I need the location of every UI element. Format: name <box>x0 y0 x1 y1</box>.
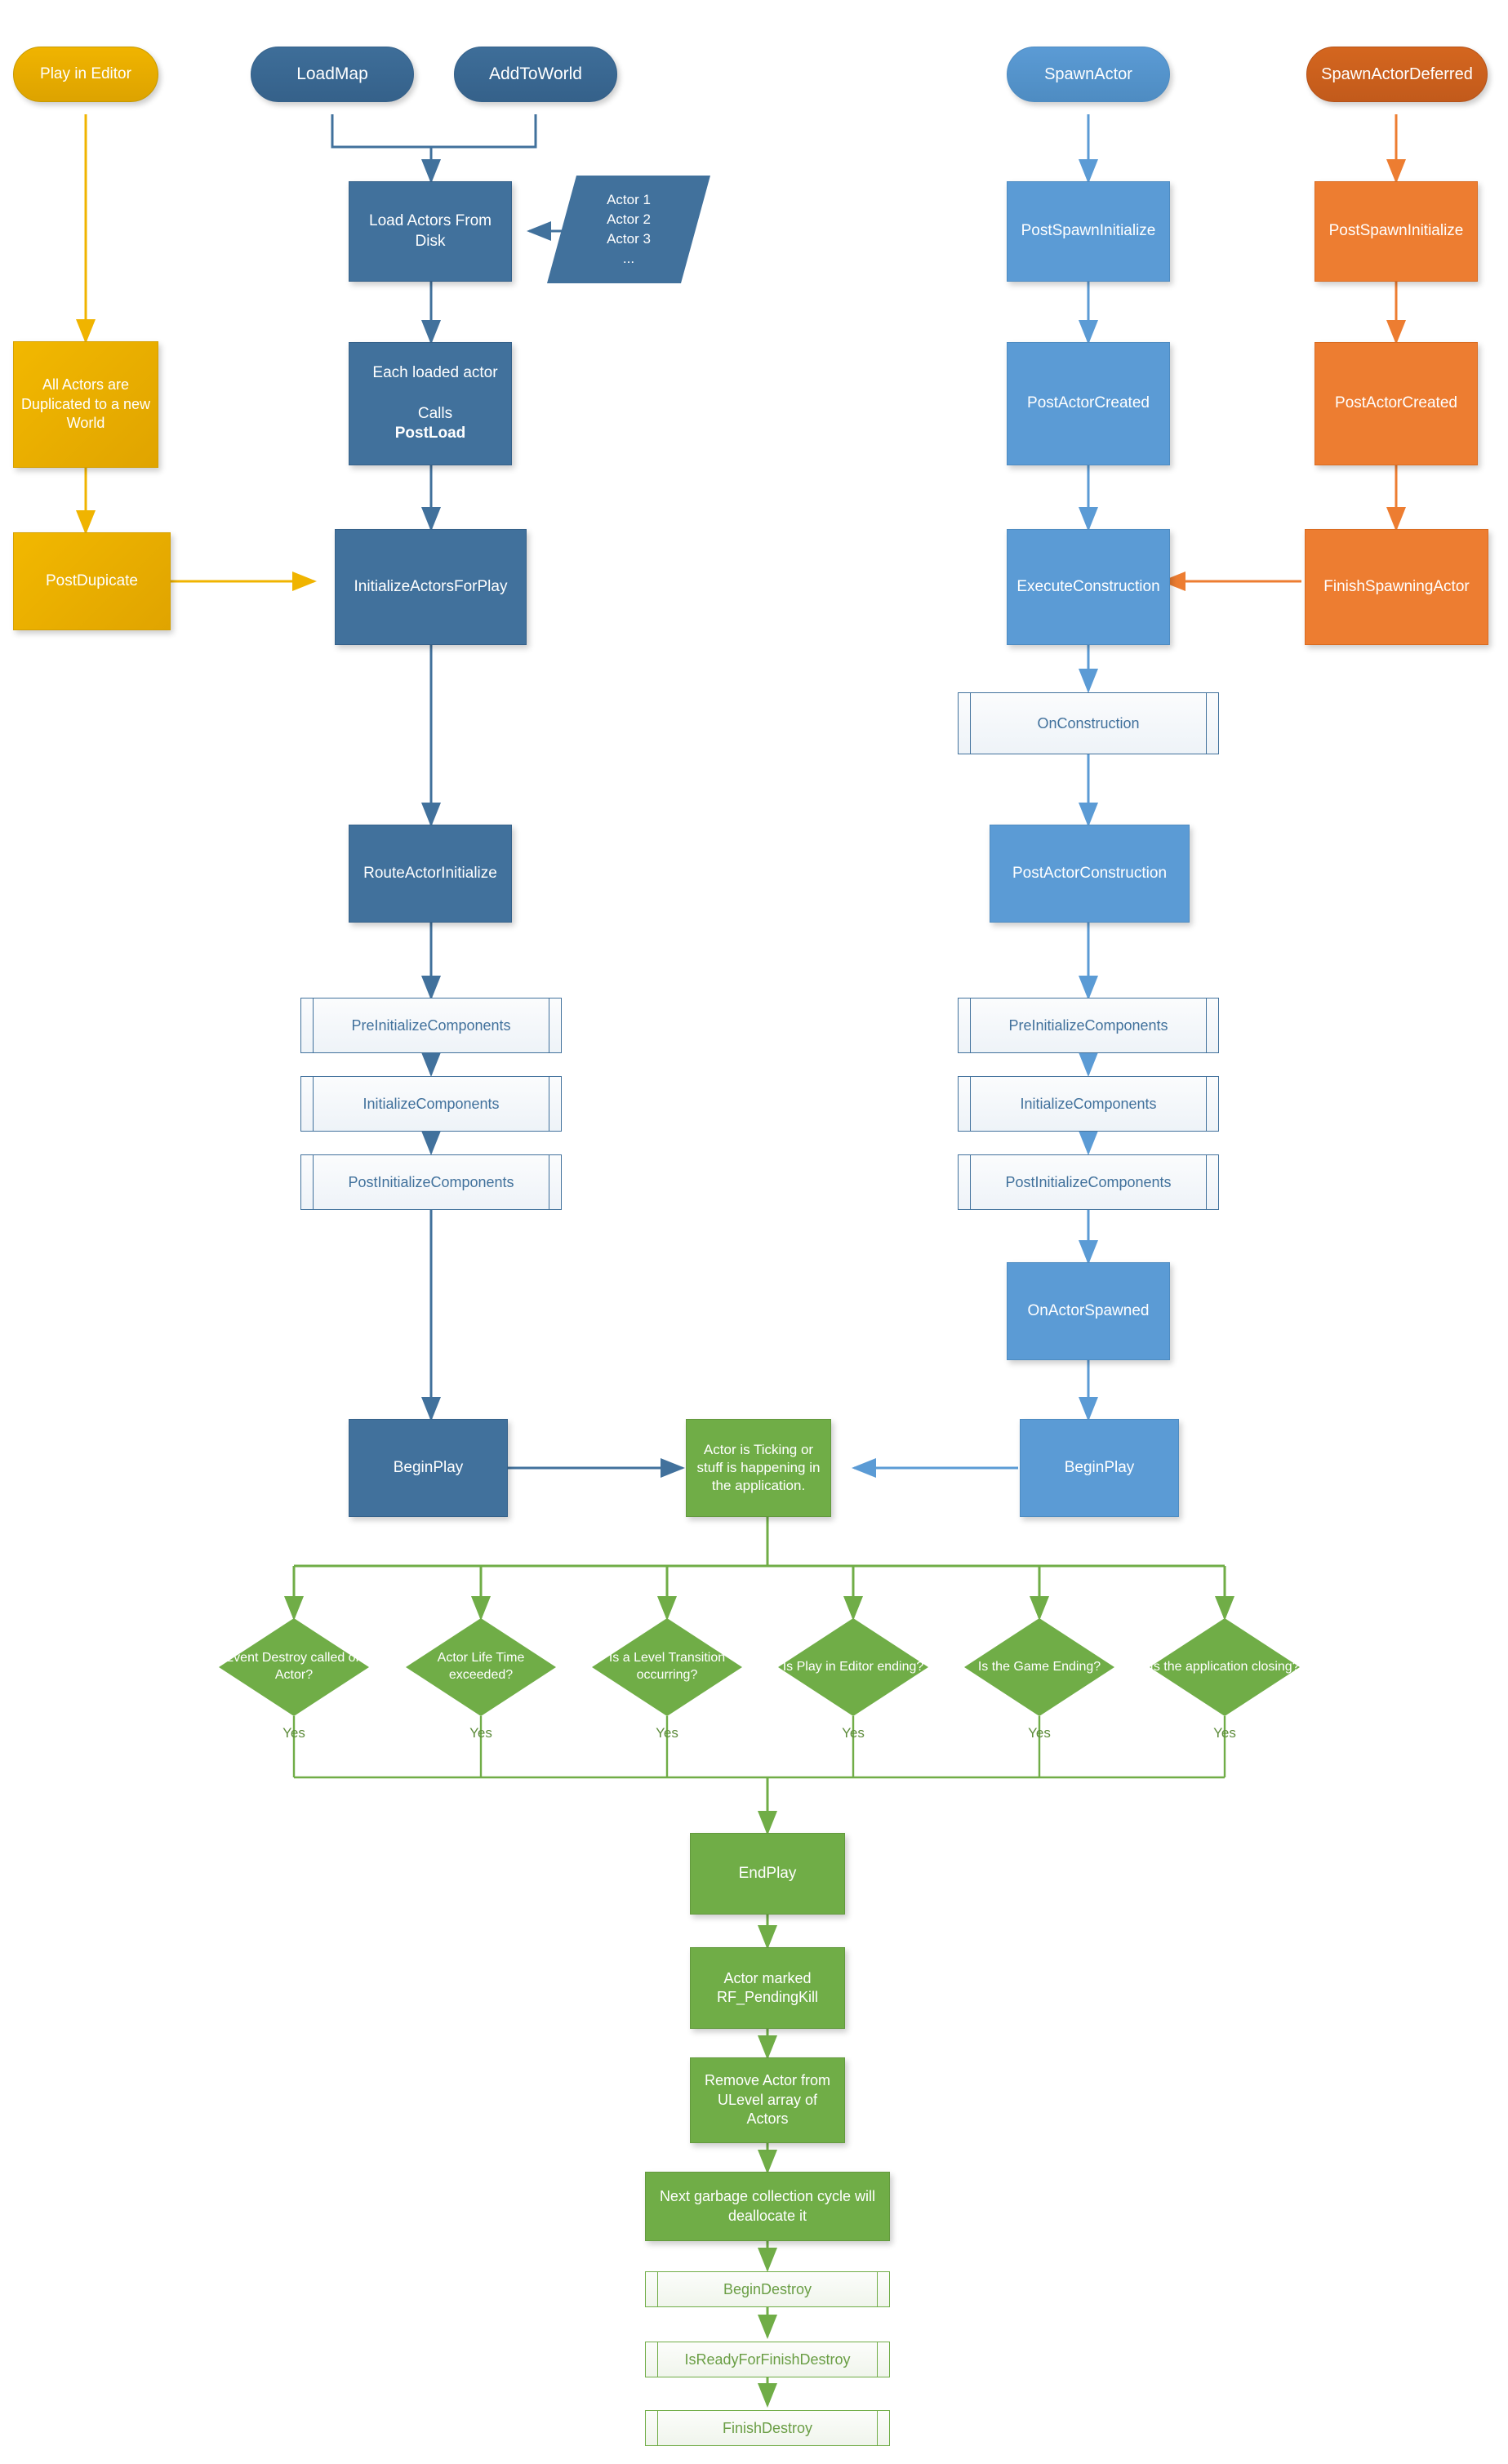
node-post-actor-created[interactable]: PostActorCreated <box>1007 342 1170 465</box>
decision-game-ending[interactable]: Is the Game Ending? <box>964 1618 1114 1716</box>
node-is-ready-for-finish-destroy[interactable]: IsReadyForFinishDestroy <box>645 2342 890 2377</box>
decision-event-destroy-called[interactable]: Event Destroy called on Actor? <box>219 1618 369 1716</box>
node-execute-construction[interactable]: ExecuteConstruction <box>1007 529 1170 645</box>
edge-label-yes-2: Yes <box>469 1725 492 1741</box>
actor-list-line-3: Actor 3 <box>607 231 651 247</box>
node-post-actor-construction[interactable]: PostActorConstruction <box>990 825 1190 923</box>
node-begin-destroy[interactable]: BeginDestroy <box>645 2271 890 2307</box>
each-loaded-actor-line1: Each loaded actor <box>372 364 498 382</box>
edge-label-yes-5: Yes <box>1028 1725 1051 1741</box>
parallelogram-shape <box>547 176 710 283</box>
node-next-garbage-collection[interactable]: Next garbage collection cycle will deall… <box>645 2172 890 2241</box>
actor-list-line-4: ... <box>622 251 635 267</box>
actor-list-line-1: Actor 1 <box>607 191 651 207</box>
predefined-bar-left <box>313 1077 314 1131</box>
node-spawn-actor[interactable]: SpawnActor <box>1007 47 1170 102</box>
predefined-bar-left <box>970 1155 971 1209</box>
node-actor-marked-pendingkill[interactable]: Actor marked RF_PendingKill <box>690 1947 845 2029</box>
predefined-bar-right <box>877 2411 878 2445</box>
node-actor-is-ticking[interactable]: Actor is Ticking or stuff is happening i… <box>686 1419 831 1517</box>
node-finish-destroy[interactable]: FinishDestroy <box>645 2410 890 2446</box>
predefined-bar-left <box>657 2272 658 2306</box>
node-post-initialize-components-right[interactable]: PostInitializeComponents <box>958 1154 1219 1210</box>
node-post-spawn-initialize-deferred[interactable]: PostSpawnInitialize <box>1314 181 1478 282</box>
predefined-bar-left <box>657 2342 658 2377</box>
node-on-actor-spawned[interactable]: OnActorSpawned <box>1007 1262 1170 1360</box>
node-spawn-actor-deferred[interactable]: SpawnActorDeferred <box>1306 47 1488 102</box>
node-all-actors-duplicated[interactable]: All Actors are Duplicated to a new World <box>13 341 158 468</box>
node-post-actor-created-deferred[interactable]: PostActorCreated <box>1314 342 1478 465</box>
predefined-bar-left <box>313 1155 314 1209</box>
predefined-bar-left <box>970 693 971 754</box>
edge-label-yes-6: Yes <box>1213 1725 1236 1741</box>
decision-level-transition-occurring[interactable]: Is a Level Transition occurring? <box>592 1618 742 1716</box>
node-route-actor-initialize[interactable]: RouteActorInitialize <box>349 825 512 923</box>
edge-label-yes-1: Yes <box>282 1725 305 1741</box>
decision-play-in-editor-ending[interactable]: Is Play in Editor ending? <box>778 1618 928 1716</box>
node-load-map[interactable]: LoadMap <box>251 47 414 102</box>
predefined-bar-right <box>1206 998 1207 1052</box>
node-post-initialize-components-left[interactable]: PostInitializeComponents <box>300 1154 562 1210</box>
node-initialize-actors-for-play[interactable]: InitializeActorsForPlay <box>335 529 527 645</box>
each-loaded-actor-line2: Calls <box>417 404 453 422</box>
node-pre-initialize-components-right[interactable]: PreInitializeComponents <box>958 998 1219 1053</box>
predefined-bar-left <box>970 1077 971 1131</box>
edge-label-yes-4: Yes <box>842 1725 865 1741</box>
predefined-bar-right <box>1206 1077 1207 1131</box>
node-play-in-editor[interactable]: Play in Editor <box>13 47 158 102</box>
predefined-bar-left <box>970 998 971 1052</box>
node-on-construction[interactable]: OnConstruction <box>958 692 1219 754</box>
predefined-bar-right <box>877 2272 878 2306</box>
node-begin-play-right[interactable]: BeginPlay <box>1020 1419 1179 1517</box>
node-post-spawn-initialize[interactable]: PostSpawnInitialize <box>1007 181 1170 282</box>
node-initialize-components-right[interactable]: InitializeComponents <box>958 1076 1219 1132</box>
node-post-duplicate[interactable]: PostDupicate <box>13 532 171 630</box>
node-end-play[interactable]: EndPlay <box>690 1833 845 1915</box>
node-pre-initialize-components-left[interactable]: PreInitializeComponents <box>300 998 562 1053</box>
node-load-actors-from-disk[interactable]: Load Actors From Disk <box>349 181 512 282</box>
predefined-bar-right <box>1206 1155 1207 1209</box>
decision-actor-life-time-exceeded[interactable]: Actor Life Time exceeded? <box>406 1618 556 1716</box>
predefined-bar-right <box>877 2342 878 2377</box>
post-load-bold: PostLoad <box>394 425 466 443</box>
predefined-bar-right <box>1206 693 1207 754</box>
decision-application-closing[interactable]: Is the application closing? <box>1150 1618 1300 1716</box>
node-remove-actor-from-ulevel[interactable]: Remove Actor from ULevel array of Actors <box>690 2057 845 2143</box>
node-initialize-components-left[interactable]: InitializeComponents <box>300 1076 562 1132</box>
node-finish-spawning-actor[interactable]: FinishSpawningActor <box>1305 529 1488 645</box>
predefined-bar-left <box>313 998 314 1052</box>
node-actor-list[interactable]: Actor 1 Actor 2 Actor 3 ... <box>547 176 710 283</box>
edge-label-yes-3: Yes <box>656 1725 678 1741</box>
node-each-loaded-actor[interactable]: Each loaded actor Calls PostLoad <box>349 342 512 465</box>
node-begin-play-left[interactable]: BeginPlay <box>349 1419 508 1517</box>
predefined-bar-left <box>657 2411 658 2445</box>
actor-list-line-2: Actor 2 <box>607 211 651 227</box>
node-add-to-world[interactable]: AddToWorld <box>454 47 617 102</box>
edge-loadmap-addtoworld-join <box>331 114 537 149</box>
